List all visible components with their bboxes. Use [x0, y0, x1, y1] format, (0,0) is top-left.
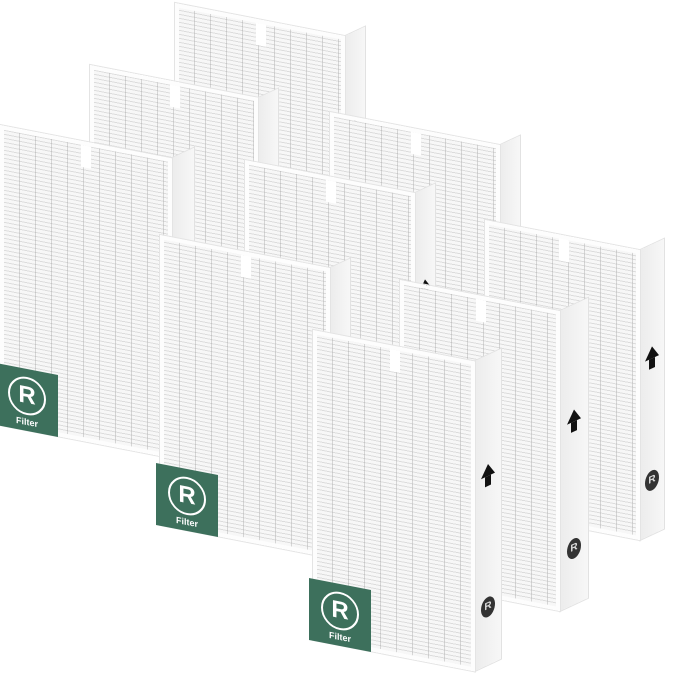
airflow-arrow-icon	[567, 406, 581, 425]
side-logo-icon: R	[567, 535, 581, 562]
r-logo-icon: R	[321, 588, 359, 634]
pull-tab	[255, 22, 266, 47]
airflow-arrow-icon	[645, 342, 659, 362]
r-logo-icon: R	[168, 473, 206, 519]
pull-tab	[476, 298, 486, 323]
filter-side: R	[640, 238, 664, 541]
pull-tab	[81, 144, 92, 169]
airflow-arrow-icon	[481, 460, 495, 480]
r-logo-icon: R	[8, 373, 46, 419]
filter-side: R	[475, 349, 501, 672]
side-logo-icon: R	[481, 593, 495, 621]
side-logo-icon: R	[645, 467, 659, 494]
pull-tab	[558, 238, 569, 263]
pull-tab	[169, 84, 180, 109]
pull-tab	[325, 179, 336, 204]
pull-tab	[240, 254, 251, 279]
pull-tab	[410, 131, 421, 156]
pull-tab	[389, 348, 400, 373]
filter-side: R	[560, 297, 588, 612]
